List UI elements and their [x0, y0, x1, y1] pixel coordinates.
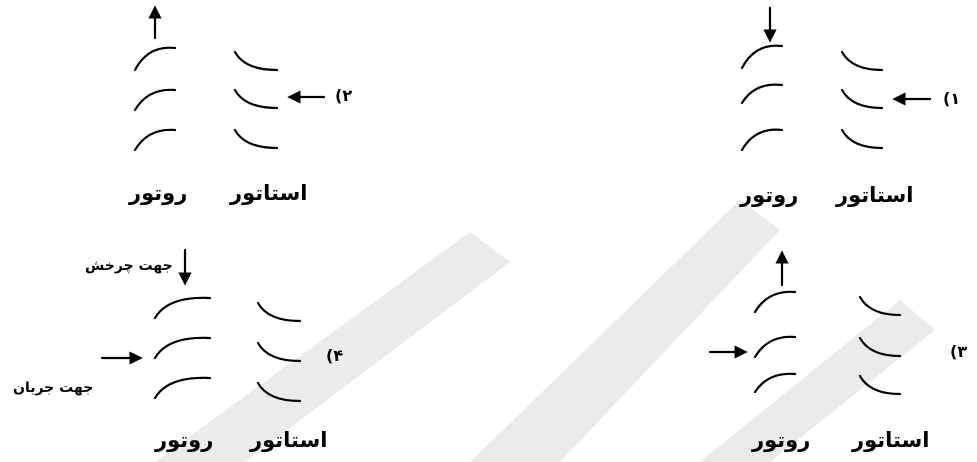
- option-4-stator-blade: [256, 341, 302, 363]
- option-4-stator-blade: [256, 381, 302, 403]
- option-3-stator-blade: [858, 374, 902, 396]
- option-1-rotor-blade: [740, 128, 784, 152]
- option-3-diagram: [708, 250, 902, 396]
- option-3-rotor-label: روتور: [752, 428, 811, 452]
- option-3-stator-label: استاتور: [852, 428, 930, 452]
- option-1-rotor-label: روتور: [740, 183, 799, 207]
- option-2-stator-blade: [233, 88, 279, 110]
- option-2-diagram: [133, 5, 326, 152]
- option-1-stator-blade: [840, 88, 884, 110]
- option-4-stator-blade: [256, 301, 302, 323]
- option-4-rotation-label: جهت چرخش: [85, 258, 173, 274]
- option-1-stator-blade: [840, 128, 884, 150]
- option-4-rotor-label: روتور: [155, 428, 214, 452]
- option-2-stator-blade: [233, 128, 279, 150]
- option-1-rotor-blade: [740, 44, 784, 70]
- option-4-rotor-blade: [153, 376, 212, 400]
- option-4-flow-label: جهت جریان: [13, 380, 94, 396]
- option-4-diagram: [100, 248, 302, 403]
- option-1-rotor-blade: [740, 83, 784, 105]
- option-2-rotor-blade: [133, 88, 177, 112]
- option-1-number: (۱: [943, 89, 961, 108]
- option-3-rotor-blade: [753, 335, 797, 359]
- option-3-rotor-blade: [753, 290, 797, 314]
- option-4-stator-label: استاتور: [250, 428, 328, 452]
- option-4-rotor-blade: [153, 336, 212, 360]
- watermark: [155, 200, 935, 462]
- option-1-stator-label: استاتور: [836, 183, 914, 207]
- option-2-number: (۲: [335, 86, 353, 105]
- option-4-number: (۴: [326, 346, 344, 365]
- option-2-stator-blade: [233, 50, 279, 72]
- option-2-rotor-blade: [133, 128, 177, 152]
- option-3-number: (۳: [950, 342, 968, 361]
- option-1-diagram: [740, 6, 932, 152]
- option-3-stator-blade: [858, 336, 902, 358]
- option-3-rotor-blade: [753, 372, 797, 394]
- option-1-stator-blade: [840, 50, 884, 72]
- option-4-rotor-blade: [153, 296, 212, 320]
- option-2-rotor-blade: [133, 46, 177, 72]
- option-2-rotor-label: روتور: [129, 181, 188, 205]
- option-2-stator-label: استاتور: [230, 181, 308, 205]
- option-3-stator-blade: [858, 295, 902, 317]
